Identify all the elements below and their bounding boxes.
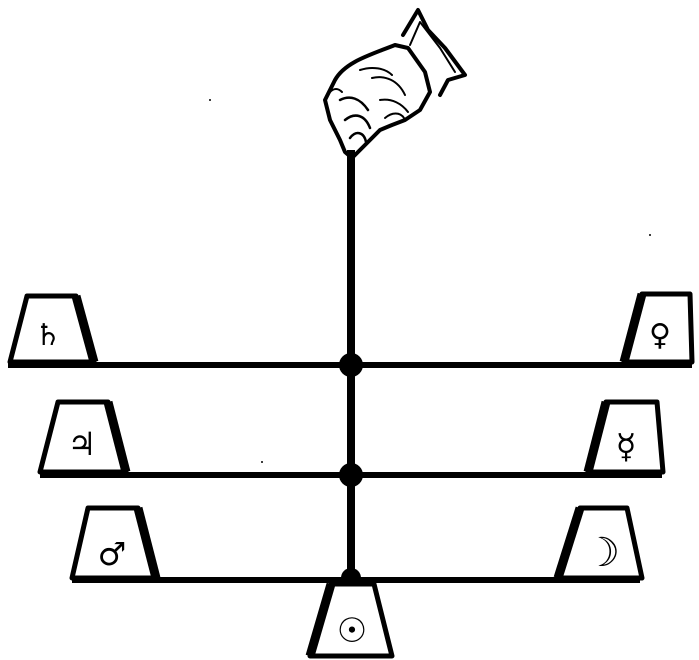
weight-sun: ☉: [310, 584, 392, 656]
moon-symbol: ☽: [584, 530, 620, 576]
pivot-tier-2: [339, 463, 363, 487]
hand-icon: [325, 10, 465, 158]
ink-speck: [261, 461, 263, 463]
jupiter-symbol: ♃: [68, 425, 97, 463]
weight-mercury: ☿: [588, 402, 663, 472]
weight-jupiter: ♃: [40, 402, 126, 472]
ink-speck: [649, 234, 651, 236]
pivot-tier-1: [339, 353, 363, 377]
venus-symbol: ♀: [649, 318, 671, 353]
weight-saturn: ♄: [10, 296, 94, 362]
weight-venus: ♀: [624, 294, 692, 362]
sun-symbol: ☉: [337, 611, 367, 651]
weight-mars: ♂: [72, 508, 156, 578]
weight-moon: ☽: [558, 508, 642, 578]
mars-symbol: ♂: [98, 535, 127, 573]
saturn-symbol: ♄: [35, 318, 62, 353]
ink-speck: [209, 99, 211, 101]
mercury-symbol: ☿: [616, 427, 637, 467]
